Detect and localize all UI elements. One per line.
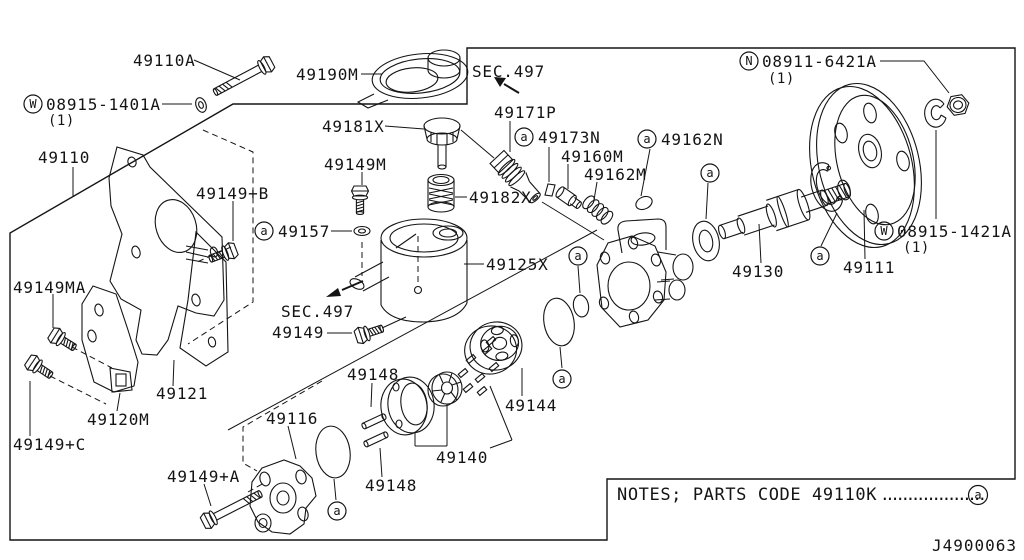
label-sec497-top: SEC.497 [472,62,545,81]
label-49181x: 49181X [322,117,385,136]
label-08915-1401a-qty: (1) [48,113,75,129]
label-49148-lower: 49148 [365,476,417,495]
label-49171p: 49171P [494,103,557,122]
a-marker-gasket: a [333,504,340,518]
oring-49162n-drawing [635,195,653,211]
bracket-49120m-drawing [81,285,139,393]
label-49149a: 49149+A [167,467,240,486]
rotor-gear-drawing [427,371,463,407]
label-49144: 49144 [505,396,557,415]
washer-08915-1421a-drawing [924,98,947,128]
label-49120m: 49120M [87,410,150,429]
label-49190m: 49190M [296,65,359,84]
oring-large-drawing [543,297,575,347]
label-49182x: 49182X [469,188,532,207]
label-08911-6421a-qty: (1) [768,71,795,87]
strainer-49182x-drawing [427,173,455,213]
label-a-prefix-49162n: a [643,132,650,146]
gasket-oval-drawing [315,425,351,479]
label-49121: 49121 [156,384,208,403]
label-49173n: 49173N [538,128,601,147]
bracket-49110-drawing [108,146,225,356]
label-49148-upper: 49148 [347,365,399,384]
a-marker-oring-small: a [574,249,581,263]
cap-49190m-drawing [356,49,469,109]
reservoir-49125x-drawing [349,218,468,323]
sec497-arrows [326,77,520,297]
label-49160m: 49160M [561,147,624,166]
circled-a-markers [327,163,830,521]
label-08911-6421a: 08911-6421A [762,52,877,71]
label-49110: 49110 [38,148,90,167]
label-a-prefix-49173n: a [520,130,527,144]
a-marker-oring-large: a [558,372,565,386]
circled-a-icon [514,127,534,147]
circled-n-icon [739,51,759,71]
drawing-code: J4900063 [932,536,1017,555]
plate-49121-drawing [179,230,229,367]
label-08915-1401a: 08915-1401A [46,95,161,114]
washer-49157-drawing [353,225,371,237]
label-49162m: 49162M [584,165,647,184]
assembly-axis-lines [227,129,605,431]
bolt-49149ma-drawing [45,325,81,356]
notes-marker-letter: a [974,488,981,502]
body-49116-drawing [249,459,317,535]
label-49111: 49111 [843,258,895,277]
circled-a-icon [637,129,657,149]
notes-strip: NOTES; PARTS CODE 49110K ...............… [617,484,989,506]
label-49110a: 49110A [133,51,196,70]
a-marker-seal: a [706,166,713,180]
plug-49160m-drawing [555,186,582,209]
label-w-prefix-1401a: W [29,97,37,111]
connector-49171p-drawing [489,149,541,204]
label-08915-1421a-qty: (1) [903,240,930,256]
shaft-seal-drawing [692,220,720,262]
circled-w-icon [874,221,894,241]
bolt-49149c-drawing [22,352,57,384]
label-49149m: 49149M [324,155,387,174]
label-49162n: 49162N [661,130,724,149]
part-labels: 49110A W 08915-1401A (1) 49110 49190M SE… [13,51,1012,495]
label-w-prefix-1421a: W [880,224,888,238]
a-marker-snapring: a [816,249,823,263]
label-49130: 49130 [732,262,784,281]
group-boundary-dashed-lines [49,129,419,493]
label-49149c: 49149+C [13,435,86,454]
oring-small-drawing [572,294,590,318]
label-49149: 49149 [272,323,324,342]
label-49140: 49140 [436,448,488,467]
rotor-49144-drawing [464,321,523,375]
label-49157: 49157 [278,222,330,241]
label-08915-1421a: 08915-1421A [897,222,1012,241]
circled-w-icon [23,94,43,114]
circled-a-marker-letters: a a a a a [333,166,823,518]
leader-lines [29,59,950,507]
label-49149b: 49149+B [196,184,269,203]
circled-a-icon [254,221,274,241]
notes-dot-leader: .................... [880,485,984,504]
oring-49173n-drawing [544,183,556,197]
label-sec497-bottom: SEC.497 [281,302,354,321]
cap-49181x-drawing [423,117,461,170]
bolt-49149m-drawing [350,185,370,215]
pump-front-housing-drawing [596,218,694,328]
label-49125x: 49125X [486,255,549,274]
pin-49148-lower-drawing [362,430,390,449]
label-n-prefix-6421a: N [745,54,752,68]
bolt-49149-drawing [352,319,387,346]
notes-text: NOTES; PARTS CODE 49110K [617,485,877,505]
label-a-prefix-49157: a [260,224,267,238]
nut-08911-6421a-drawing [946,94,970,116]
bolt-49110a-drawing [209,53,277,101]
spring-49162m-drawing [582,195,614,225]
label-49116: 49116 [266,409,318,428]
washer-08915-1401a-drawing [195,97,207,113]
label-49149ma: 49149MA [13,278,86,297]
pulley-49111-drawing [809,82,922,249]
circled-a-icon [967,484,989,506]
snap-ring-drawing [810,162,844,212]
